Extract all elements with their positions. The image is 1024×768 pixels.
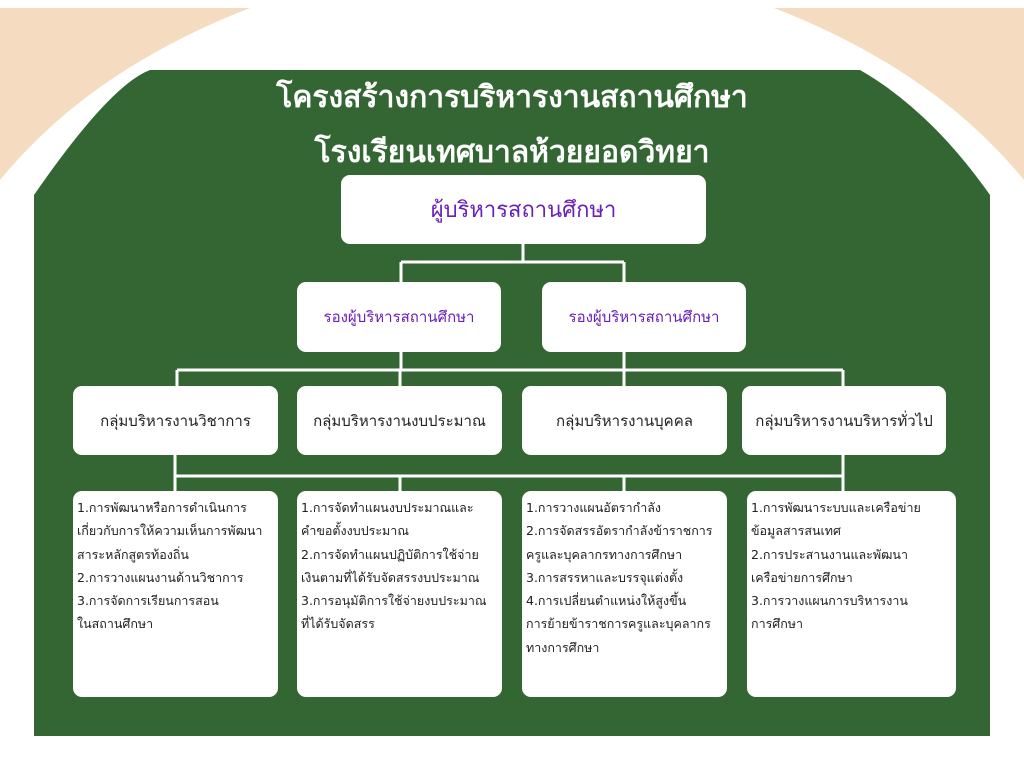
duty-line: 3.การวางแผนการบริหารงาน (751, 593, 908, 609)
duty-box-general: 1.การพัฒนาระบบและเครือข่าย ข้อมูลสารสนเท… (747, 491, 956, 697)
duty-line: ข้อมูลสารสนเทศ (751, 523, 841, 539)
right-corner-accent (774, 8, 1024, 180)
duty-line: ในสถานศึกษา (77, 616, 154, 632)
duty-line: 1.การพัฒนาระบบและเครือข่าย (751, 500, 921, 515)
duty-box-personnel: 1.การวางแผนอัตรากำลัง 2.การจัดสรรอัตรากำ… (522, 491, 727, 697)
duty-box-budget: 1.การจัดทำแผนงบประมาณและ คำขอตั้งงบประมา… (297, 491, 502, 697)
chart-title-line-2: โรงเรียนเทศบาลห้วยยอดวิทยา (314, 135, 710, 170)
duty-line: 3.การสรรหาและบรรจุแต่งตั้ง (526, 569, 684, 585)
duty-line: 4.การเปลี่ยนตำแหน่งให้สูงขึ้น (526, 593, 687, 609)
duty-line: ทางการศึกษา (526, 639, 600, 655)
left-corner-accent (0, 8, 250, 180)
duty-line: เกี่ยวกับการให้ความเห็นการพัฒนา (77, 523, 263, 539)
duty-line: การศึกษา (751, 616, 804, 632)
group-box-budget: กลุ่มบริหารงานงบประมาณ (297, 386, 502, 455)
duty-line: 3.การอนุมัติการใช้จ่ายงบประมาณ (301, 593, 487, 609)
duty-line: 1.การวางแผนอัตรากำลัง (526, 500, 662, 515)
group-box-personnel: กลุ่มบริหารงานบุคคล (522, 386, 727, 455)
duty-line: 2.การจัดทำแผนปฏิบัติการใช้จ่าย (301, 546, 479, 562)
duty-line: 2.การประสานงานและพัฒนา (751, 546, 908, 562)
executive-box: ผู้บริหารสถานศึกษา (341, 175, 706, 244)
chart-title-line-1: โครงสร้างการบริหารงานสถานศึกษา (276, 80, 748, 115)
group-box-general: กลุ่มบริหารงานบริหารทั่วไป (742, 386, 946, 455)
duty-line: เงินตามที่ได้รับจัดสรรงบประมาณ (301, 569, 480, 585)
duty-line: การย้ายข้าราชการครูและบุคลากร (526, 616, 711, 632)
duty-line: 2.การวางแผนงานด้านวิชาการ (77, 569, 244, 585)
group-box-academic: กลุ่มบริหารงานวิชาการ (73, 386, 278, 455)
duty-line: ที่ได้รับจัดสรร (301, 616, 375, 632)
duty-line: เครือข่ายการศึกษา (751, 569, 853, 585)
duty-line: 1.การจัดทำแผนงบประมาณและ (301, 500, 474, 515)
duty-line: ครูและบุคลากรทางการศึกษา (526, 546, 683, 562)
duty-box-academic: 1.การพัฒนาหรือการดำเนินการ เกี่ยวกับการใ… (73, 491, 278, 697)
duty-line: 2.การจัดสรรอัตรากำลังข้าราชการ (526, 523, 713, 539)
duty-line: คำขอตั้งงบประมาณ (301, 523, 409, 539)
deputy-box-2: รองผู้บริหารสถานศึกษา (542, 282, 746, 352)
deputy-box-1: รองผู้บริหารสถานศึกษา (297, 282, 501, 352)
duty-line: สาระหลักสูตรท้องถิ่น (77, 546, 189, 562)
duty-line: 1.การพัฒนาหรือการดำเนินการ (77, 500, 247, 515)
duty-line: 3.การจัดการเรียนการสอน (77, 593, 219, 609)
